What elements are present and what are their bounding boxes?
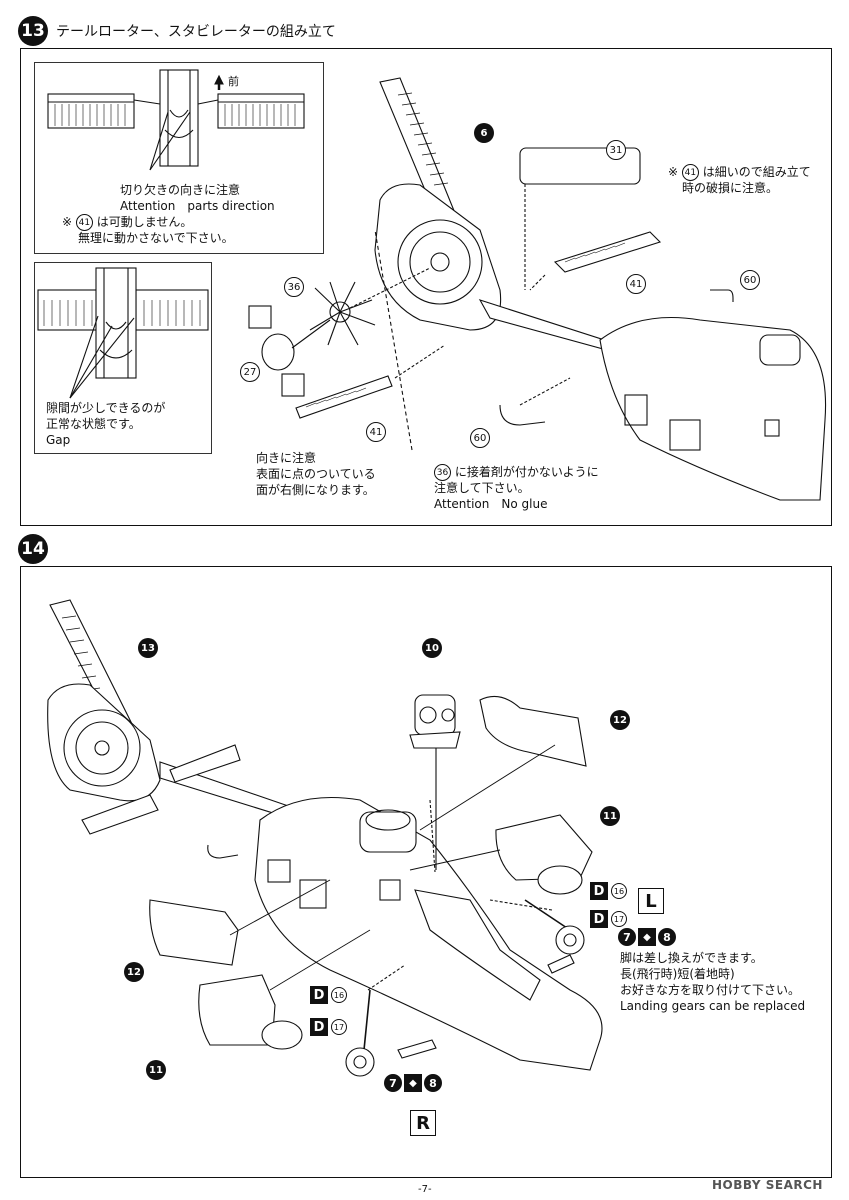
gear-note-4: Landing gears can be replaced: [620, 999, 806, 1013]
swap-icon: ◆: [404, 1074, 422, 1092]
inset1-note-3-mark: ※: [62, 215, 73, 229]
right-gear-d-box-a: D: [590, 882, 608, 900]
callout-12-left: 12: [124, 962, 144, 982]
left-gear-d-box-b: D: [310, 1018, 328, 1036]
note-41-text1: は細いので組み立て: [702, 165, 811, 179]
step14-badge: 14: [18, 534, 48, 564]
left-gear-d-box-a: D: [310, 986, 328, 1004]
part-41-stab-right: 41: [626, 274, 646, 294]
right-gear-swap-8: 8: [658, 928, 676, 946]
gear-note-1: 脚は差し換えができます。: [620, 951, 763, 965]
note-41-part: 41: [681, 164, 699, 181]
inset2-note-3: Gap: [46, 433, 71, 447]
part-36: 36: [284, 277, 304, 297]
left-gear-part-17: 17: [331, 1019, 347, 1035]
callout-10: 10: [422, 638, 442, 658]
direction-note-1: 向きに注意: [256, 451, 317, 465]
inset1-note-2: Attention parts direction: [120, 199, 275, 213]
callout-11-left: 11: [146, 1060, 166, 1080]
hobby-search-logo: HOBBY SEARCH: [712, 1178, 823, 1192]
note-41-mark: ※: [668, 165, 679, 179]
side-label-l: L: [638, 888, 664, 914]
part-31: 31: [606, 140, 626, 160]
step13-frame: [20, 48, 832, 526]
page-number: -7-: [418, 1184, 432, 1195]
inset1-note-3-text: は可動しません。: [96, 215, 193, 229]
inset1-frame: [34, 62, 324, 254]
step14-frame: [20, 566, 832, 1178]
glue-note-1: 36 に接着剤が付かないように: [434, 464, 599, 481]
right-gear-swap: 7 ◆ 8: [618, 928, 676, 946]
callout-13: 13: [138, 638, 158, 658]
helicopter-assembly-drawing: [47, 599, 603, 1077]
note-41-line1: ※ 41 は細いので組み立て: [668, 164, 811, 181]
inset2-drawing: [37, 267, 209, 399]
gear-note-2: 長(飛行時)短(着地時): [620, 967, 735, 981]
left-gear-part-16: 16: [331, 987, 347, 1003]
inset2-note-2: 正常な状態です。: [46, 417, 141, 431]
inset2-note-1: 隙間が少しできるのが: [46, 401, 166, 415]
inset1-note-1: 切り欠きの向きに注意: [120, 183, 241, 197]
inset2-frame: [34, 262, 212, 454]
left-gear-swap-8: 8: [424, 1074, 442, 1092]
glue-note-3: Attention No glue: [434, 497, 548, 511]
part-41-inline: 41: [75, 214, 93, 231]
gear-note-3: お好きな方を取り付けて下さい。: [620, 983, 801, 997]
glue-note-2: 注意して下さい。: [434, 481, 530, 495]
front-label: 前: [228, 75, 239, 88]
left-gear-swap-7: 7: [384, 1074, 402, 1092]
part-60-top: 60: [740, 270, 760, 290]
direction-note-2: 表面に点のついている: [256, 467, 376, 481]
left-gear-swap: 7 ◆ 8: [384, 1074, 442, 1092]
right-gear-swap-7: 7: [618, 928, 636, 946]
right-gear-part-16: 16: [611, 883, 627, 899]
callout-12-right: 12: [610, 710, 630, 730]
tail-assembly-drawing: [248, 77, 827, 501]
part-27: 27: [240, 362, 260, 382]
right-gear-part-17: 17: [611, 911, 627, 927]
step13-title: テールローター、スタビレーターの組み立て: [56, 24, 336, 40]
right-gear-d-box-b: D: [590, 910, 608, 928]
inset1-note-4: 無理に動かさないで下さい。: [78, 231, 234, 245]
glue-note-part: 36: [434, 464, 451, 481]
part-60-bottom: 60: [470, 428, 490, 448]
note-41-line2: 時の破損に注意。: [682, 181, 779, 195]
part-41-stab-left: 41: [366, 422, 386, 442]
direction-note-3: 面が右側になります。: [256, 483, 375, 497]
callout-11-right: 11: [600, 806, 620, 826]
inset1-drawing: [47, 69, 305, 171]
callout-6: 6: [474, 123, 494, 143]
inset1-note-3: ※ 41 は可動しません。: [62, 214, 192, 231]
step13-badge: 13: [18, 16, 48, 46]
swap-icon: ◆: [638, 928, 656, 946]
side-label-r: R: [410, 1110, 436, 1136]
glue-note-text1: に接着剤が付かないように: [454, 465, 599, 479]
